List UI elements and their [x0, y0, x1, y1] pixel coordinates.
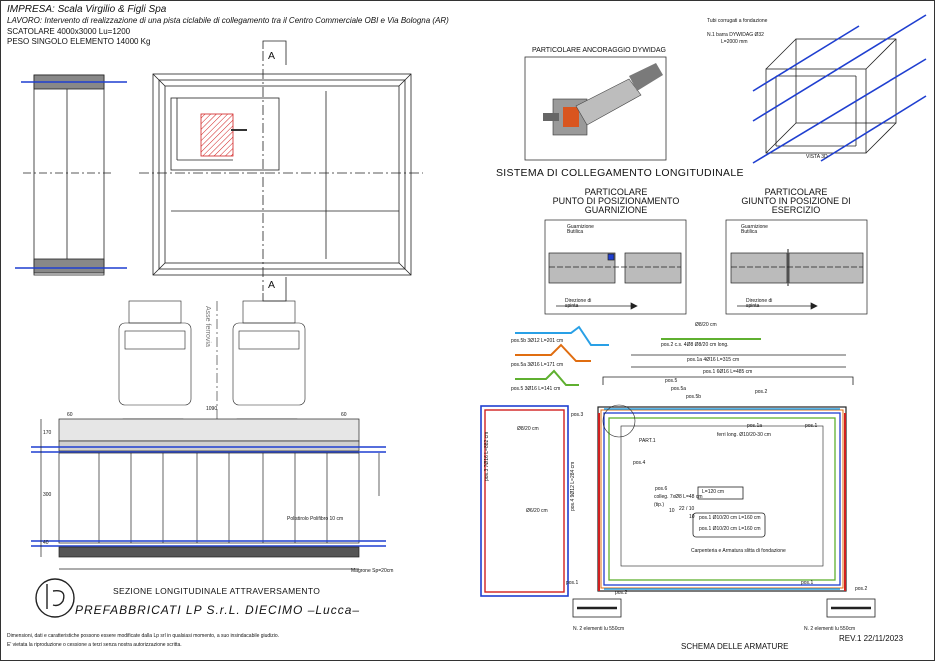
gasket-label-1: Guarnizione Butilica [567, 224, 594, 235]
schema-foundation: Carpenteria e Armatura slitta di fondazi… [691, 548, 786, 554]
dim-left-1: 170 [43, 430, 52, 436]
legend-pos5a: pos.5a 3Ø16 L=171 cm [511, 362, 564, 368]
schema-pos2: pos.2 [755, 389, 768, 395]
schema-pos1-br: pos.1 [801, 580, 814, 586]
schema-fraction: 22 / 10 [679, 506, 695, 512]
longitudinal-section [31, 418, 386, 570]
rail-axis-label: Asse ferrovia [204, 306, 211, 347]
legend-pos1a: pos.1a 4Ø16 L=315 cm [687, 357, 740, 363]
concrete-note: Magrone Sp=20cm [351, 568, 394, 574]
schema-pos6-note: colleg. 7xØ8 L=48 cm [654, 494, 703, 500]
header-weight: PESO SINGOLO ELEMENTO 14000 Kg [7, 37, 151, 46]
direction-label-2: Direzione di spinta [746, 298, 773, 309]
side-view [15, 74, 127, 276]
schema-bar-2: pos.1 Ø10/20 cm L=160 cm [699, 526, 761, 532]
schema-ten-b: 10 [689, 514, 695, 520]
dim-left-2: 300 [43, 492, 52, 498]
dim-60-b: 60 [341, 412, 347, 418]
schema-bar-1: pos.1 Ø10/20 cm L=160 cm [699, 515, 761, 521]
rebar-legend [515, 325, 854, 386]
schema-pos5b: pos.5b [686, 394, 702, 400]
revision-label: REV.1 22/11/2023 [839, 634, 904, 643]
schema-pos5: pos.5 [665, 378, 678, 384]
view3d-note-1: Tubi corrugati a fondazione [707, 18, 768, 24]
system-title: SISTEMA DI COLLEGAMENTO LONGITUDINALE [496, 167, 744, 179]
schema-pos1-bl: pos.1 [566, 580, 579, 586]
protection-note: Polistirolo Polifibro 10 cm [287, 516, 344, 522]
schema-spacing-top: Ø8/20 cm [517, 426, 539, 432]
dim-top: 1090 [206, 406, 218, 412]
legend-pos1: pos.1 6Ø16 L=485 cm [703, 369, 753, 375]
schema-title: SCHEMA DELLE ARMATURE [681, 642, 789, 651]
schema-part1: PART.1 [639, 438, 656, 444]
rebar-schema [480, 404, 876, 618]
legend-pos5: pos.5 3Ø16 L=141 cm [511, 386, 561, 392]
schema-pos3: pos.3 [571, 412, 584, 418]
schema-long-bars: ferri long. Ø10/20-30 cm [717, 432, 771, 438]
section-mark-top: A [268, 50, 276, 62]
schema-pos1-top: pos.1 [805, 423, 818, 429]
schema-pos2-br: pos.2 [855, 586, 868, 592]
schema-length: L=120 cm [702, 489, 725, 495]
section-mark-bottom: A [268, 279, 276, 291]
disclaimer-1: Dimensioni, dati e caratteristiche posso… [7, 633, 280, 639]
direction-label-1: Direzione di spinta [565, 298, 592, 309]
schema-pos5a: pos.5a [671, 386, 687, 392]
section-title: SEZIONE LONGITUDINALE ATTRAVERSAMENTO [113, 586, 321, 596]
view3d-caption: VISTA 3D [806, 154, 828, 160]
legend-top-rebar: Ø8/20 cm [695, 322, 717, 328]
schema-elements-left: N. 2 elementi lu 550cm [573, 626, 625, 632]
view3d-note-2: N.1 barra DYWIDAG Ø32 [707, 32, 764, 38]
header-company: IMPRESA: Scala Virgilio & Figli Spa [7, 4, 167, 15]
gasket-label-2: Guarnizione Butilica [741, 224, 768, 235]
schema-pos3-left: pos.3 7Ø16 L=882 cm [484, 431, 490, 481]
schema-pos6: pos.6 [655, 486, 668, 492]
schema-spacing-side: Ø6/20 cm [526, 508, 548, 514]
schema-elements-right: N. 2 elementi lu 550cm [804, 626, 856, 632]
detail2-title: PARTICOLARE GIUNTO IN POSIZIONE DI ESERC… [741, 187, 851, 215]
disclaimer-2: E' vietata la riproduzione o cessione a … [7, 642, 182, 648]
header-project: LAVORO: Intervento di realizzazione di u… [7, 16, 449, 25]
plan-view [139, 40, 423, 302]
view-3d [752, 14, 927, 164]
detail1-title: PARTICOLARE PUNTO DI POSIZIONAMENTO GUAR… [552, 187, 680, 215]
legend-pos5b: pos.5b 3Ø12 L=201 cm [511, 338, 564, 344]
company-name: PREFABBRICATI LP S.r.L. DIECIMO –Lucca– [75, 603, 361, 617]
joint-detail-1 [544, 219, 687, 315]
dim-left-3: 40 [43, 540, 49, 546]
anchor-detail [524, 56, 667, 161]
schema-pos4-left: pos.4 9Ø12 L=284 cm [570, 461, 576, 511]
schema-pos6-tip: (tip.) [654, 502, 664, 508]
view3d-note-3: L=2000 mm [721, 39, 748, 45]
anchor-detail-title: PARTICOLARE ANCORAGGIO DYWIDAG [532, 47, 666, 54]
legend-pos2: pos.2 c.s. 4Ø8 Ø8/20 cm long. [661, 342, 729, 348]
dim-60-a: 60 [67, 412, 73, 418]
schema-pos4: pos.4 [633, 460, 646, 466]
header-box-size: SCATOLARE 4000x3000 Lu=1200 [7, 27, 131, 36]
schema-pos2-bl: pos.2 [615, 590, 628, 596]
schema-ten-a: 10 [669, 508, 675, 514]
schema-pos1a: pos.1a [747, 423, 763, 429]
company-logo [35, 578, 75, 618]
joint-detail-2 [725, 219, 868, 315]
